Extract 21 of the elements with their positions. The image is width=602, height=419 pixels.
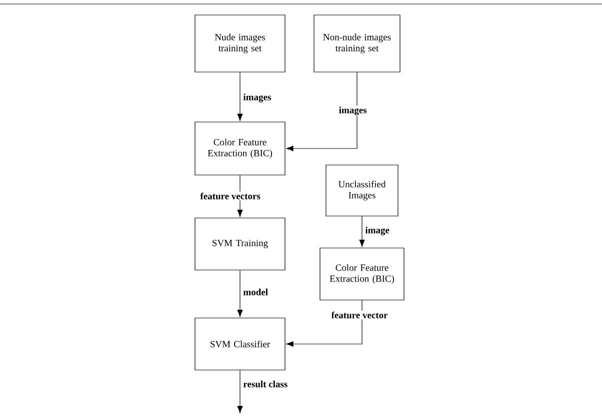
process-box: Nude images training set [194,14,286,72]
process-box: Color Feature Extraction (BIC) [194,122,286,176]
arrow [237,174,243,217]
arrow [359,216,365,247]
process-box: Non-nude images training set [314,14,400,72]
arrow [237,72,243,121]
edge-label: images [338,106,368,116]
edge-label: images [242,92,272,104]
arrow [237,270,243,317]
edge-label: result class [242,380,289,388]
process-box: Color Feature Extraction (BIC) [320,248,404,300]
arrow [237,370,243,414]
process-box: SVM Classifier [194,318,286,370]
process-box: SVM Training [194,218,286,270]
arrow [286,300,362,347]
arrow [286,72,358,152]
edge-label: image [364,226,390,236]
process-box: Unclassified Images [326,164,398,216]
edge-label: feature vectors [199,192,262,200]
edge-label: model [242,288,269,296]
edge-label: feature vector [330,310,389,320]
